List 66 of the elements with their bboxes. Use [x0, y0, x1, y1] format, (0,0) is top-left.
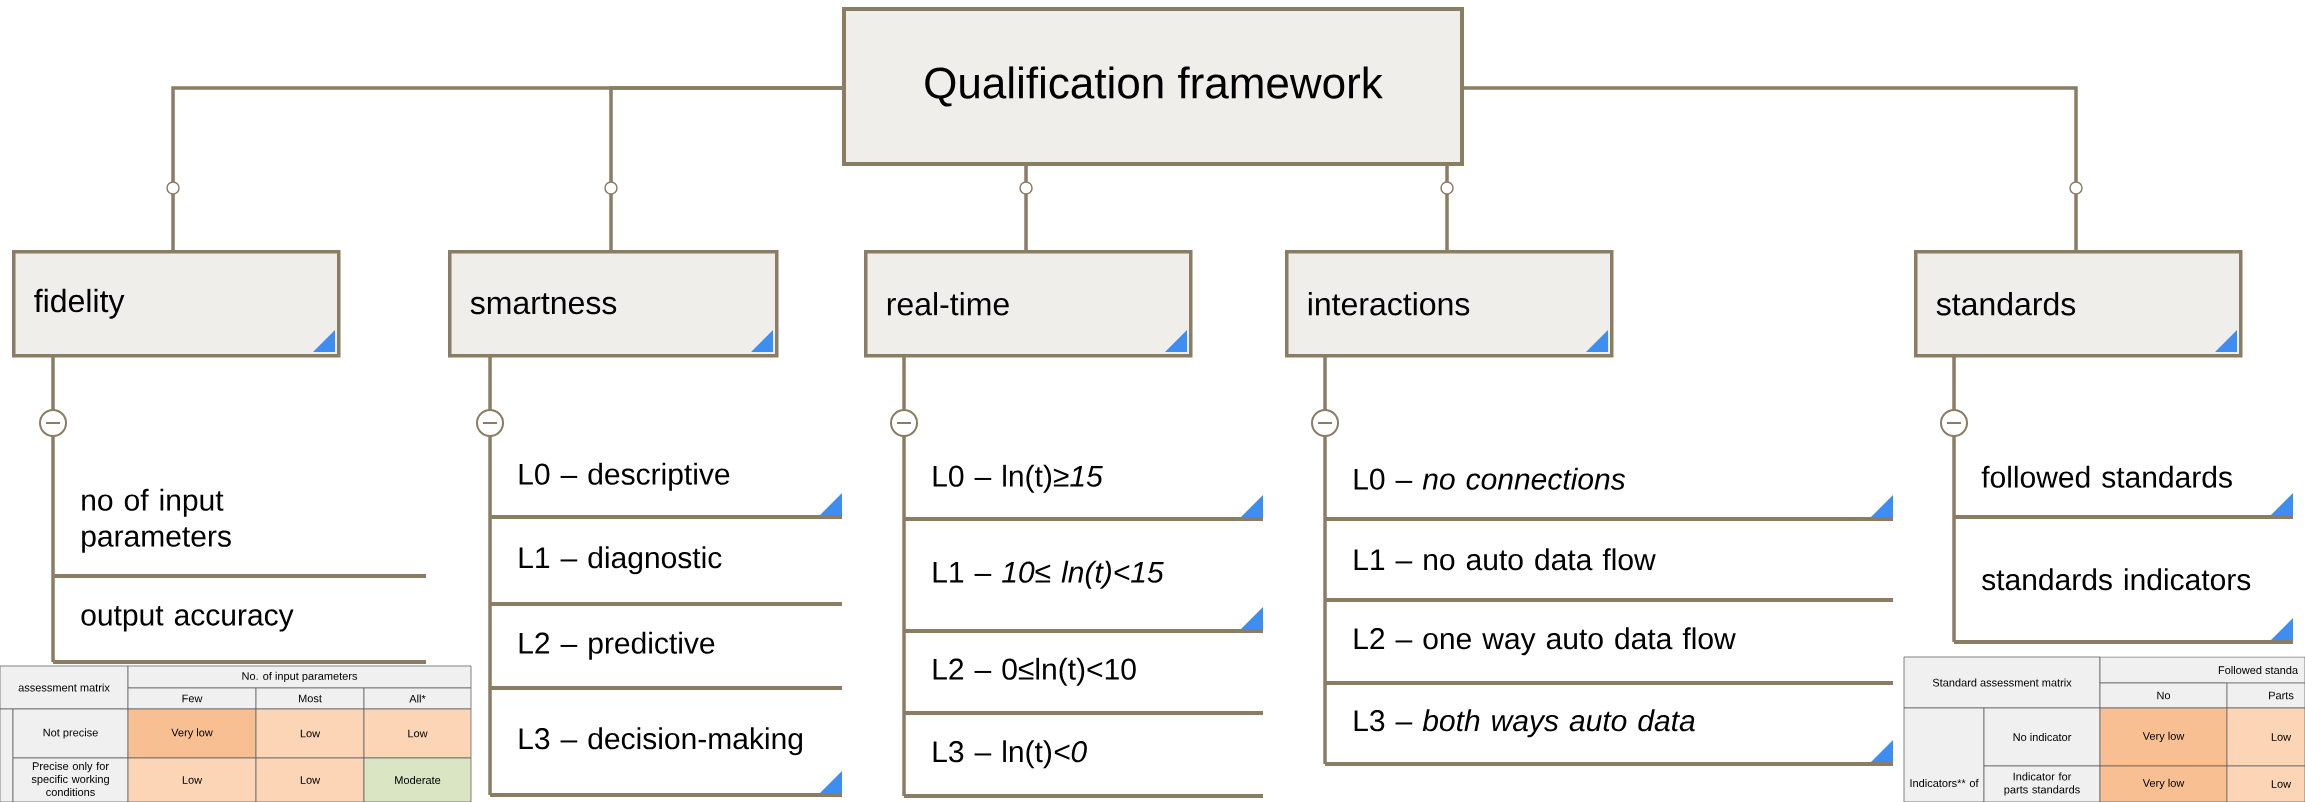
root-box: Qualification framework — [842, 7, 1464, 166]
node-label: L1 – 10≤ ln(t)<15 — [933, 560, 1164, 589]
table-cell: Low — [363, 708, 472, 759]
list-item: L0 – no connections — [1325, 467, 1893, 521]
category-box: fidelity — [12, 250, 341, 358]
table-cell: Low — [255, 757, 365, 802]
list-item: L1 – diagnostic — [490, 546, 842, 606]
connector — [902, 354, 906, 519]
connector — [902, 519, 906, 631]
category-box: interactions — [1285, 250, 1614, 358]
list-item: L3 – both ways auto data — [1325, 709, 1893, 766]
list-item: L3 – decision-making — [490, 727, 842, 797]
list-item: L1 – no auto data flow — [1325, 548, 1893, 602]
connector — [1323, 519, 1327, 600]
table-cell: All* — [363, 687, 472, 710]
table-cell: No indicator — [1983, 707, 2101, 767]
table-cell: assessment matrix — [0, 665, 129, 710]
table-cell: Most — [255, 687, 365, 710]
connector — [902, 713, 906, 796]
node-label: L0 – ln(t)≥15 — [933, 464, 1103, 493]
node-label: L0 – no connections — [1354, 467, 1626, 490]
connector — [51, 576, 55, 662]
connector — [1323, 600, 1327, 683]
connector — [1952, 354, 1956, 517]
category-box: smartness — [448, 250, 779, 358]
node-label: followed standards — [1981, 465, 2232, 488]
table-cell: Very low — [2099, 707, 2228, 767]
table-cell: Low — [255, 708, 365, 759]
list-item: no of input parameters — [53, 488, 426, 578]
list-item: output accuracy — [53, 606, 426, 664]
category-box: real-time — [864, 250, 1193, 358]
node-label: L0 – descriptive — [519, 462, 730, 491]
table-cell: Low — [2226, 707, 2305, 767]
connector — [488, 354, 492, 517]
table-cell: Very low — [127, 708, 257, 759]
connector — [902, 631, 906, 713]
node-label: standards indicators — [1982, 568, 2251, 591]
table-cell: Low — [2226, 765, 2305, 802]
table-cell: Parts — [2226, 682, 2305, 709]
list-item: standards indicators — [1954, 568, 2293, 644]
list-item: L2 – predictive — [490, 631, 842, 690]
list-item: L0 – ln(t)≥15 — [904, 464, 1263, 521]
list-item: L1 – 10≤ ln(t)<15 — [904, 560, 1263, 633]
connector — [1323, 683, 1327, 764]
connector — [488, 517, 492, 604]
list-item: followed standards — [1954, 465, 2293, 519]
table-cell: Few — [127, 687, 257, 710]
category-box: standards — [1914, 250, 2243, 358]
connector — [1952, 517, 1956, 642]
table-cell: Indicators** of — [1903, 707, 1985, 802]
list-item: L2 – 0≤ln(t)<10 — [904, 657, 1263, 715]
connector — [488, 688, 492, 795]
table-cell: Low — [127, 757, 257, 802]
table-cell: Indicator for parts standards — [1983, 765, 2101, 802]
node-label: L3 – decision-making — [519, 727, 803, 756]
table-cell: No — [2099, 682, 2228, 709]
connector — [609, 86, 842, 250]
table-cell: Moderate — [363, 757, 472, 802]
connector — [488, 604, 492, 688]
list-item: L3 – ln(t)<0 — [904, 740, 1263, 798]
list-item: L2 – one way auto data flow — [1325, 627, 1893, 685]
list-item: L0 – descriptive — [490, 462, 842, 519]
connector — [1323, 354, 1327, 519]
connector — [51, 354, 55, 576]
node-label: L3 – both ways auto data — [1354, 709, 1695, 738]
table-cell: Very low — [2099, 765, 2228, 802]
